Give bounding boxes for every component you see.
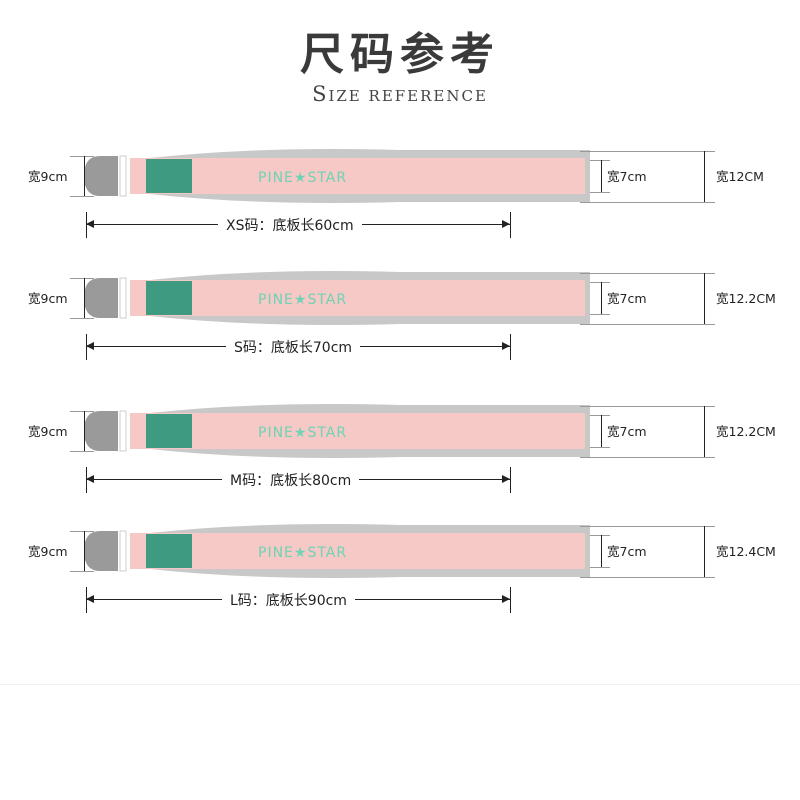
length-arrow-left: [86, 595, 94, 603]
left-width-guide-bottom: [70, 196, 94, 197]
max-width-dimension: [704, 151, 705, 202]
max-width-guide-top: [580, 406, 715, 407]
mid-width-guide-top: [590, 535, 610, 536]
mid-width-label: 宽7cm: [607, 424, 647, 439]
left-width-label: 宽9cm: [28, 544, 68, 559]
belt-body: [130, 533, 585, 569]
left-width-guide-bottom: [70, 318, 94, 319]
size-row-s: PINE★STAR 宽9cm 宽7cm 宽12.2CM S码：底板长70cm: [0, 270, 800, 380]
mid-width-dimension: [601, 415, 602, 447]
belt-body: [130, 413, 585, 449]
max-width-guide-bottom: [580, 457, 715, 458]
brand-text: PINE★STAR: [258, 292, 347, 308]
length-end-tick: [510, 587, 511, 613]
max-width-guide-bottom: [580, 202, 715, 203]
page-subtitle: SIZE REFERENCE: [0, 82, 800, 106]
left-width-guide-top: [70, 278, 94, 279]
left-width-guide-bottom: [70, 571, 94, 572]
left-width-label: 宽9cm: [28, 424, 68, 439]
left-width-guide-bottom: [70, 451, 94, 452]
mid-width-dimension: [601, 282, 602, 314]
velcro-patch: [146, 414, 192, 448]
mid-width-label: 宽7cm: [607, 544, 647, 559]
max-width-dimension: [704, 406, 705, 457]
max-width-label: 宽12.4CM: [716, 544, 776, 559]
velcro-patch: [146, 534, 192, 568]
mid-width-guide-top: [590, 282, 610, 283]
length-end-tick: [510, 334, 511, 360]
mid-width-guide-bottom: [590, 314, 610, 315]
length-label: L码：底板长90cm: [222, 590, 355, 610]
mid-width-dimension: [601, 160, 602, 192]
max-width-label: 宽12.2CM: [716, 424, 776, 439]
length-arrow-left: [86, 342, 94, 350]
mid-width-label: 宽7cm: [607, 291, 647, 306]
length-label: M码：底板长80cm: [222, 470, 360, 490]
left-width-label: 宽9cm: [28, 169, 68, 184]
page-title: 尺码参考: [300, 29, 500, 80]
left-width-dimension: [84, 278, 85, 318]
belt-tip: [84, 156, 118, 196]
buckle-bar: [119, 277, 127, 319]
belt-tip: [84, 411, 118, 451]
left-width-dimension: [84, 156, 85, 196]
mid-width-guide-bottom: [590, 192, 610, 193]
left-width-dimension: [84, 411, 85, 451]
belt-illustration: PINE★STAR: [84, 524, 590, 578]
buckle-bar: [119, 410, 127, 452]
mid-width-guide-top: [590, 415, 610, 416]
mid-width-label: 宽7cm: [607, 169, 647, 184]
max-width-guide-bottom: [580, 577, 715, 578]
max-width-label: 宽12.2CM: [716, 291, 776, 306]
max-width-label: 宽12CM: [716, 169, 764, 184]
belt-body: [130, 158, 585, 194]
belt-tip: [84, 531, 118, 571]
mid-width-guide-top: [590, 160, 610, 161]
length-arrow-right: [502, 220, 510, 228]
belt-illustration: PINE★STAR: [84, 149, 590, 203]
length-end-tick: [510, 467, 511, 493]
length-label: S码：底板长70cm: [226, 337, 361, 357]
max-width-guide-top: [580, 151, 715, 152]
left-width-guide-top: [70, 531, 94, 532]
mid-width-dimension: [601, 535, 602, 567]
left-width-guide-top: [70, 411, 94, 412]
size-row-xs: PINE★STAR 宽9cm 宽7cm 宽12CM XS码：底板长60cm: [0, 148, 800, 258]
length-end-tick: [510, 212, 511, 238]
buckle-bar: [119, 155, 127, 197]
max-width-guide-bottom: [580, 324, 715, 325]
subtitle-rest: IZE REFERENCE: [328, 87, 488, 105]
length-arrow-left: [86, 220, 94, 228]
max-width-dimension: [704, 526, 705, 577]
belt-illustration: PINE★STAR: [84, 404, 590, 458]
brand-text: PINE★STAR: [258, 545, 347, 561]
velcro-patch: [146, 159, 192, 193]
max-width-guide-top: [580, 273, 715, 274]
mid-width-guide-bottom: [590, 567, 610, 568]
length-arrow-right: [502, 342, 510, 350]
max-width-dimension: [704, 273, 705, 324]
belt-illustration: PINE★STAR: [84, 271, 590, 325]
size-row-l: PINE★STAR 宽9cm 宽7cm 宽12.4CM L码：底板长90cm: [0, 523, 800, 633]
length-arrow-left: [86, 475, 94, 483]
max-width-guide-top: [580, 526, 715, 527]
buckle-bar: [119, 530, 127, 572]
length-label: XS码：底板长60cm: [218, 215, 362, 235]
mid-width-guide-bottom: [590, 447, 610, 448]
length-arrow-right: [502, 595, 510, 603]
length-arrow-right: [502, 475, 510, 483]
subtitle-initial: S: [312, 82, 329, 106]
velcro-patch: [146, 281, 192, 315]
left-width-guide-top: [70, 156, 94, 157]
left-width-label: 宽9cm: [28, 291, 68, 306]
belt-body: [130, 280, 585, 316]
footer-divider: [0, 684, 800, 685]
brand-text: PINE★STAR: [258, 170, 347, 186]
belt-tip: [84, 278, 118, 318]
size-row-m: PINE★STAR 宽9cm 宽7cm 宽12.2CM M码：底板长80cm: [0, 403, 800, 513]
brand-text: PINE★STAR: [258, 425, 347, 441]
left-width-dimension: [84, 531, 85, 571]
